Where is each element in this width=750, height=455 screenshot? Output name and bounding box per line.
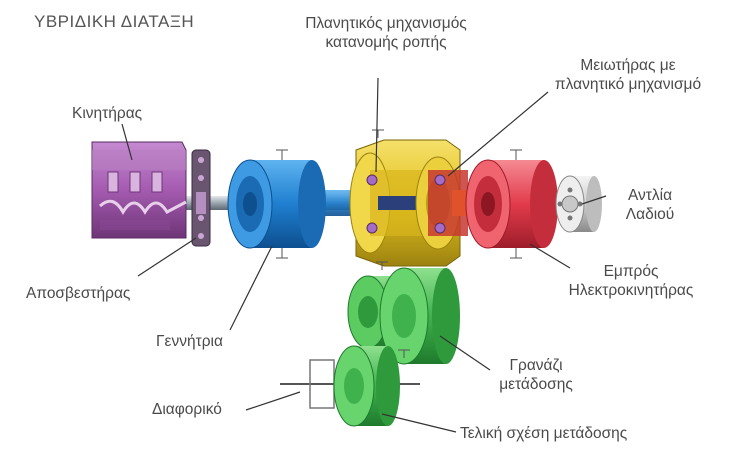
label-front-motor: Εμπρός Ηλεκτροκινητήρας [546,262,716,300]
final-drive-gear [280,345,420,427]
leader-front-motor [529,243,571,269]
leader-differential [245,391,301,411]
generator [227,149,326,259]
leader-reducer [447,91,549,177]
leader-lines [121,77,607,433]
label-oil-pump-line2: Λαδιού [625,206,675,223]
label-final-ratio: Τελική σχέση μετάδοσης [460,425,628,442]
label-differential: Διαφορικό [152,401,222,418]
label-oil-pump-line1: Αντλία [627,187,673,204]
label-front-motor-line1: Εμπρός [603,263,659,280]
label-transmission-gear: Γρανάζι μετάδοσης [486,356,586,394]
leader-oil-pump [581,195,607,205]
label-damper: Αποσβεστήρας [26,285,131,302]
leader-damper [137,237,197,277]
label-front-motor-line2: Ηλεκτροκινητήρας [568,282,694,299]
label-generator: Γεννήτρια [156,333,223,350]
diagram-title: ΥΒΡΙΔΙΚΗ ΔΙΑΤΑΞΗ [34,12,195,31]
leader-planetary [375,77,379,173]
leader-generator [229,245,273,331]
label-oil-pump: Αντλία Λαδιού [610,186,690,224]
oil-pump [555,175,602,233]
label-planetary-line2: κατανομής ροπής [325,34,447,51]
label-reducer: Μειωτήρας με πλανητικό μηχανισμό [530,56,726,94]
damper [191,149,211,247]
leader-transmission-gear [439,335,491,371]
transmission-gear [347,261,460,365]
label-reducer-line2: πλανητικό μηχανισμό [554,76,702,93]
engine [91,141,187,239]
leader-engine [121,123,133,161]
front-electric-motor [465,149,558,259]
label-reducer-line1: Μειωτήρας με [580,57,676,74]
label-gear-line1: Γρανάζι [509,357,563,374]
leader-final-ratio [381,413,457,433]
reducer-planetary [428,170,474,236]
label-planetary-gear: Πλανητικός μηχανισμός κατανομής ροπής [286,14,486,52]
label-gear-line2: μετάδοσης [499,376,573,393]
label-engine: Κινητήρας [72,105,143,122]
label-planetary-line1: Πλανητικός μηχανισμός [305,15,467,32]
